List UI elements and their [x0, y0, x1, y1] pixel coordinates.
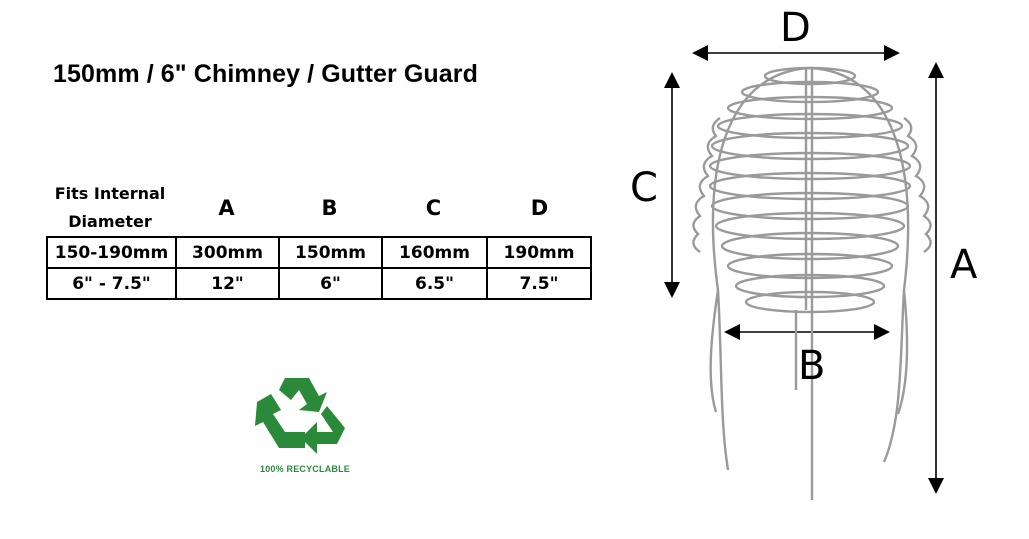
header-fits-internal-diameter: Fits Internal Diameter: [46, 180, 174, 236]
table-cell: 6.5": [381, 267, 488, 300]
page-title: 150mm / 6" Chimney / Gutter Guard: [53, 60, 478, 88]
table-cell: 300mm: [175, 236, 280, 269]
table-cell: 6": [278, 267, 383, 300]
header-line-1: Fits Internal: [54, 184, 166, 203]
header-b: B: [321, 196, 338, 220]
header-line-2: Diameter: [68, 212, 152, 231]
recycle-icon: [255, 378, 345, 454]
recyclable-badge: 100% RECYCLABLE: [241, 372, 369, 480]
table-cell: 150mm: [278, 236, 383, 269]
label-a: A: [950, 242, 978, 288]
label-c: C: [630, 165, 658, 211]
wire-balloon-guard-illustration: [664, 45, 944, 500]
table-cell: 150-190mm: [46, 236, 177, 269]
table-cell: 190mm: [486, 236, 592, 269]
table-row: 6" - 7.5" 12" 6" 6.5" 7.5": [46, 267, 592, 300]
dimensions-grid: 150-190mm 300mm 150mm 160mm 190mm 6" - 7…: [46, 236, 592, 300]
header-c: C: [425, 196, 442, 220]
guard-diagram: D C A B: [620, 0, 1029, 534]
label-b: B: [798, 343, 826, 389]
table-cell: 160mm: [381, 236, 488, 269]
table-cell: 6" - 7.5": [46, 267, 177, 300]
label-d: D: [780, 5, 811, 51]
header-d: D: [530, 196, 549, 220]
header-a: A: [218, 196, 235, 220]
recyclable-label: 100% RECYCLABLE: [259, 464, 351, 474]
table-row: 150-190mm 300mm 150mm 160mm 190mm: [46, 236, 592, 269]
wire-cage: [692, 66, 932, 500]
table-cell: 7.5": [486, 267, 592, 300]
table-cell: 12": [175, 267, 280, 300]
